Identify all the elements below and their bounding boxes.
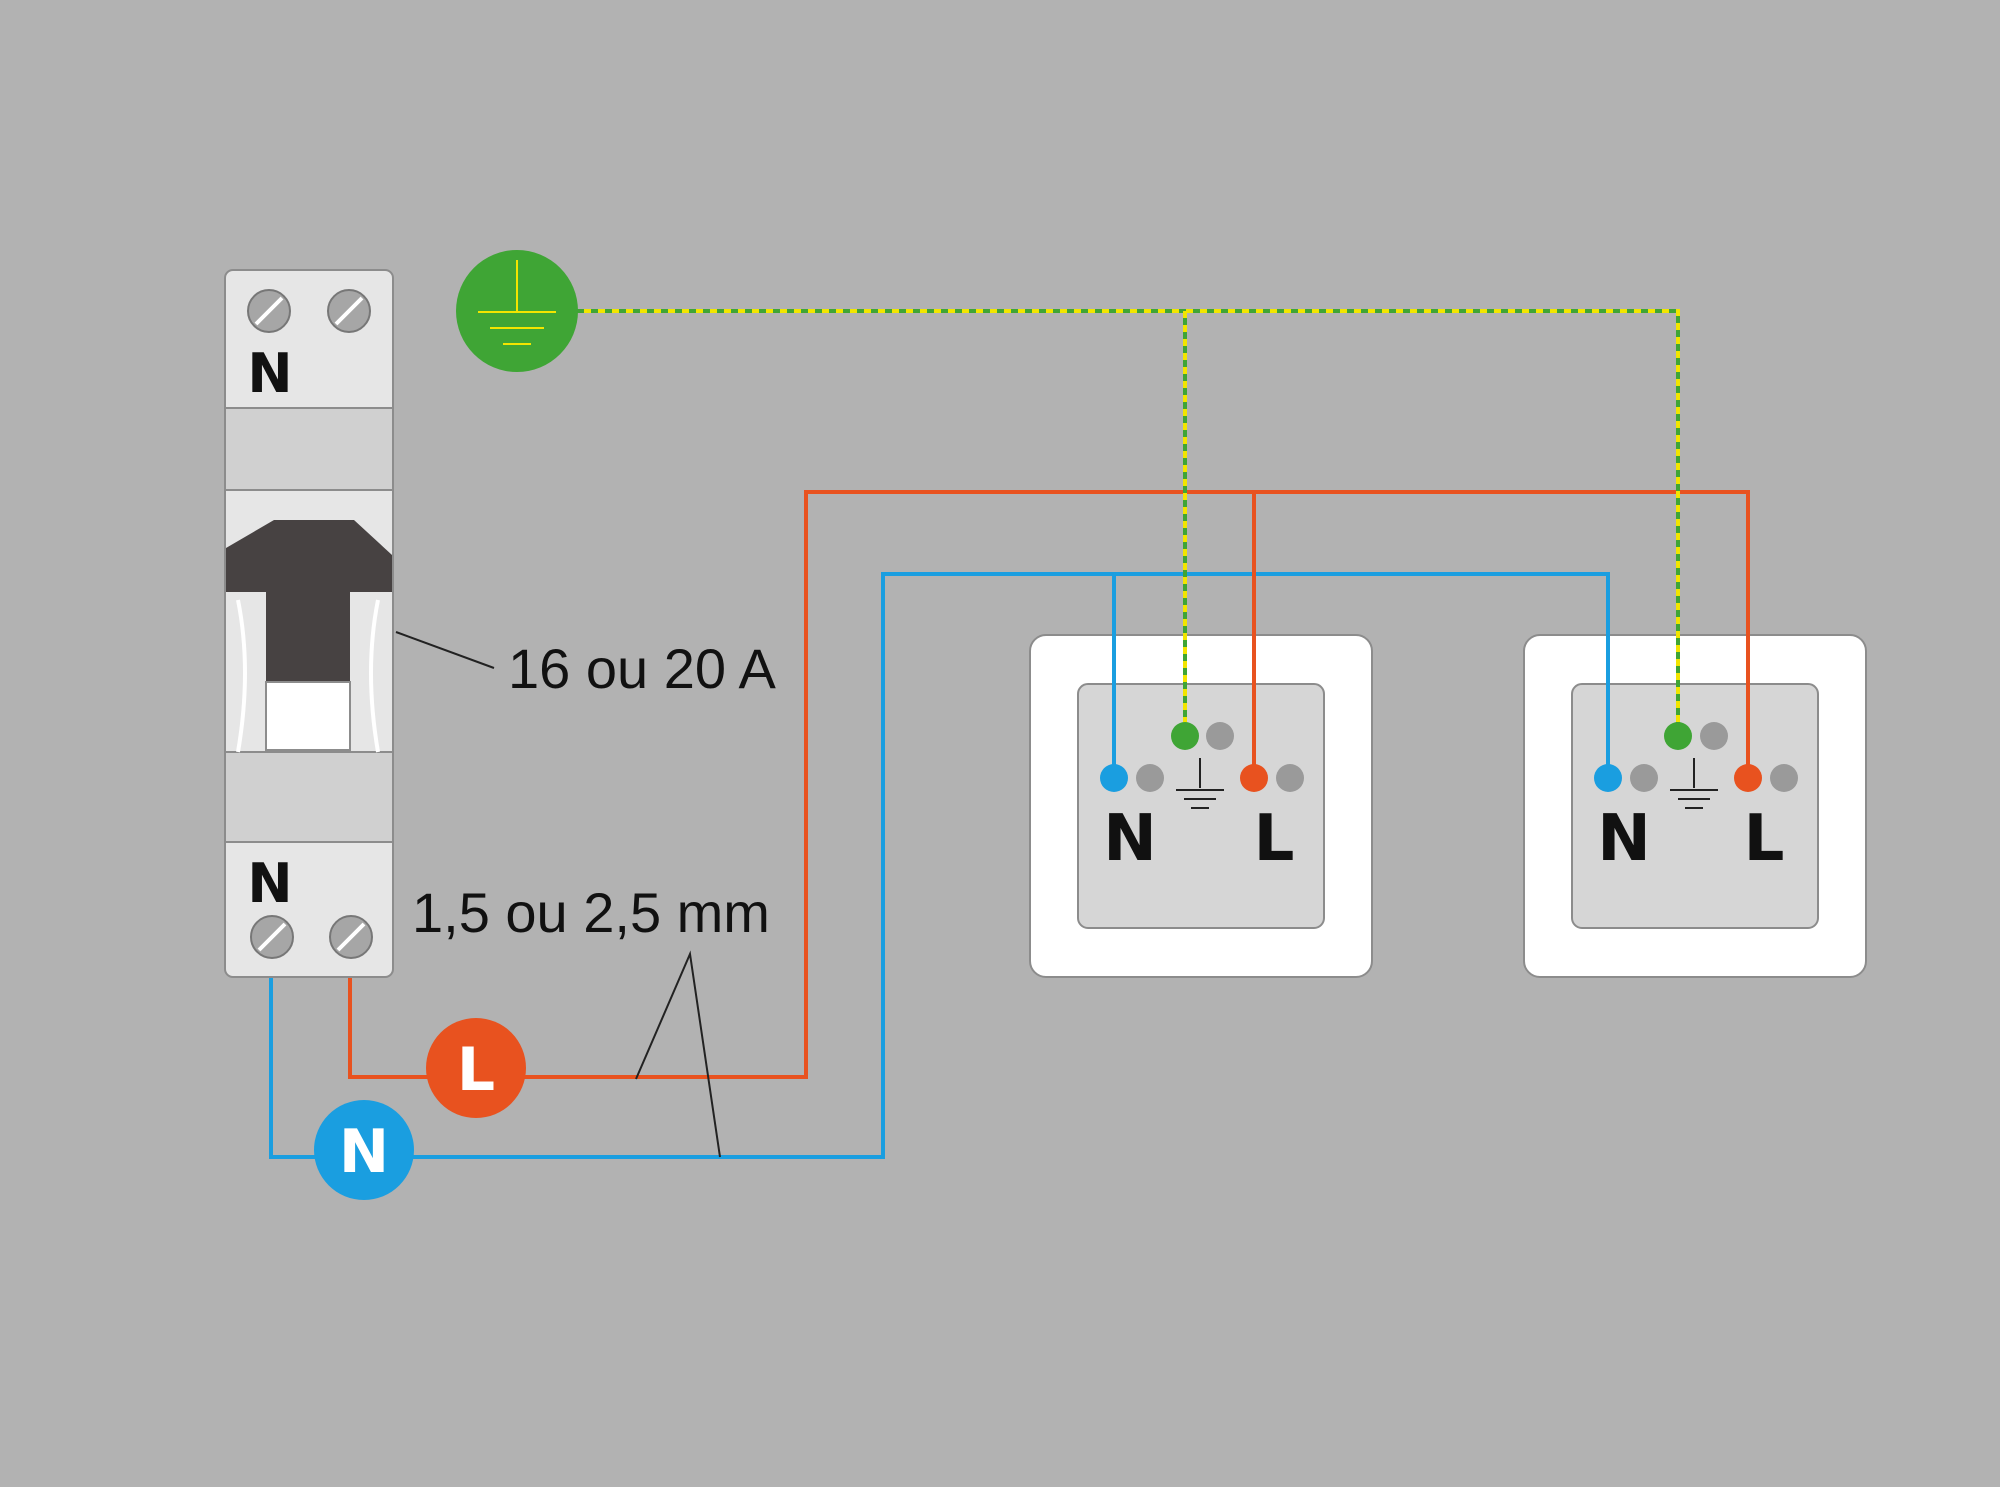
breaker-band-bottom [226, 752, 392, 842]
breaker-handle-slot [265, 681, 351, 751]
ground-symbol-icon [1176, 758, 1224, 809]
terminal-spare [1630, 764, 1658, 792]
circuit-breaker: N N [224, 269, 394, 978]
rating-leader-line [395, 631, 495, 669]
phase-badge-label: L [457, 1035, 495, 1105]
socket-1-face [1077, 683, 1325, 929]
breaker-rating-label: 16 ou 20 A [508, 637, 776, 700]
socket-2-terminals: N L [1594, 722, 1798, 876]
screw-icon [247, 289, 291, 333]
terminal-spare [1206, 722, 1234, 750]
breaker-bottom-label: N [247, 852, 292, 915]
neutral-badge-label: N [339, 1117, 389, 1187]
socket-2-face [1571, 683, 1819, 929]
terminal-spare [1136, 764, 1164, 792]
terminal-spare [1770, 764, 1798, 792]
earth-ground-icon [456, 250, 578, 372]
terminal-neutral [1100, 764, 1128, 792]
socket-2-neutral-label: N [1597, 802, 1651, 876]
breaker-band-top [226, 408, 392, 490]
terminal-phase [1240, 764, 1268, 792]
socket-2-phase-label: L [1744, 802, 1785, 876]
terminal-spare [1276, 764, 1304, 792]
screw-icon [250, 915, 294, 959]
cable-section-label: 1,5 ou 2,5 mm [412, 881, 770, 944]
terminal-neutral [1594, 764, 1622, 792]
terminal-earth [1664, 722, 1692, 750]
socket-1-terminals: N L [1100, 722, 1304, 876]
breaker-handle [226, 520, 392, 682]
socket-1 [1029, 634, 1373, 978]
neutral-wire [269, 572, 1610, 1159]
terminal-phase [1734, 764, 1762, 792]
ground-symbol-icon [1670, 758, 1718, 809]
socket-1-neutral-label: N [1103, 802, 1157, 876]
screw-icon [329, 915, 373, 959]
screw-icon [327, 289, 371, 333]
socket-1-phase-label: L [1254, 802, 1295, 876]
earth-wire [570, 309, 1680, 736]
cable-section-leader [635, 950, 721, 1158]
breaker-top-label: N [247, 342, 292, 405]
terminal-spare [1700, 722, 1728, 750]
phase-badge: L [426, 1018, 526, 1118]
phase-wire [348, 490, 1750, 1079]
terminal-earth [1171, 722, 1199, 750]
neutral-badge: N [314, 1100, 414, 1200]
socket-2 [1523, 634, 1867, 978]
